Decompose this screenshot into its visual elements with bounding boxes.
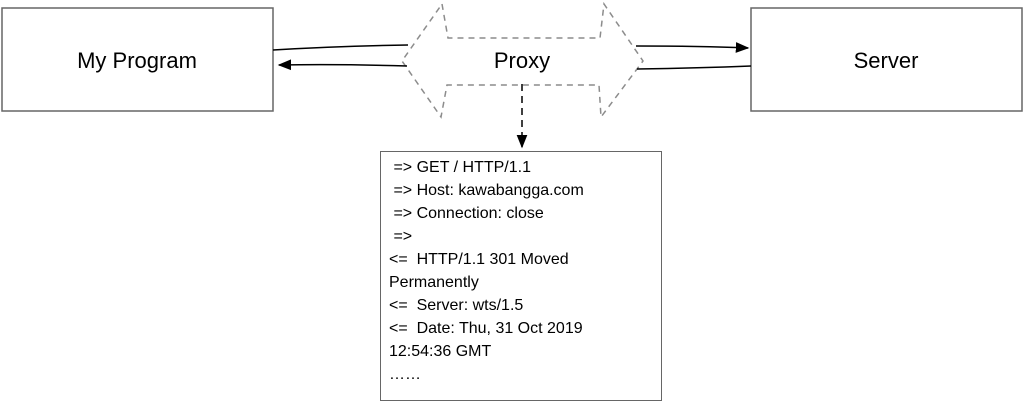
proxy-label: Proxy	[494, 48, 550, 73]
log-line: =>	[389, 228, 413, 245]
log-line: <= Date: Thu, 31 Oct 2019	[389, 320, 583, 337]
traffic-log-box: => GET / HTTP/1.1 => Host: kawabangga.co…	[380, 151, 662, 401]
proxy-to-server-arrow	[635, 42, 750, 53]
log-line: => Host: kawabangga.com	[389, 182, 584, 199]
log-line: <= Server: wts/1.5	[389, 297, 524, 314]
log-line: => Connection: close	[389, 205, 544, 222]
server-label: Server	[854, 48, 919, 73]
proxy-node: Proxy	[401, 1, 644, 120]
log-line: 12:54:36 GMT	[389, 343, 492, 360]
log-line: ……	[389, 366, 421, 383]
server-node: Server	[750, 7, 1023, 112]
log-line: <= HTTP/1.1 301 Moved	[389, 251, 569, 268]
proxy-to-program-arrow	[277, 59, 408, 71]
log-line: Permanently	[389, 274, 479, 291]
log-line: => GET / HTTP/1.1	[389, 159, 531, 176]
program-to-proxy-line	[272, 44, 409, 51]
my-program-node: My Program	[1, 7, 274, 112]
server-to-proxy-line	[636, 65, 752, 70]
my-program-label: My Program	[77, 48, 197, 73]
